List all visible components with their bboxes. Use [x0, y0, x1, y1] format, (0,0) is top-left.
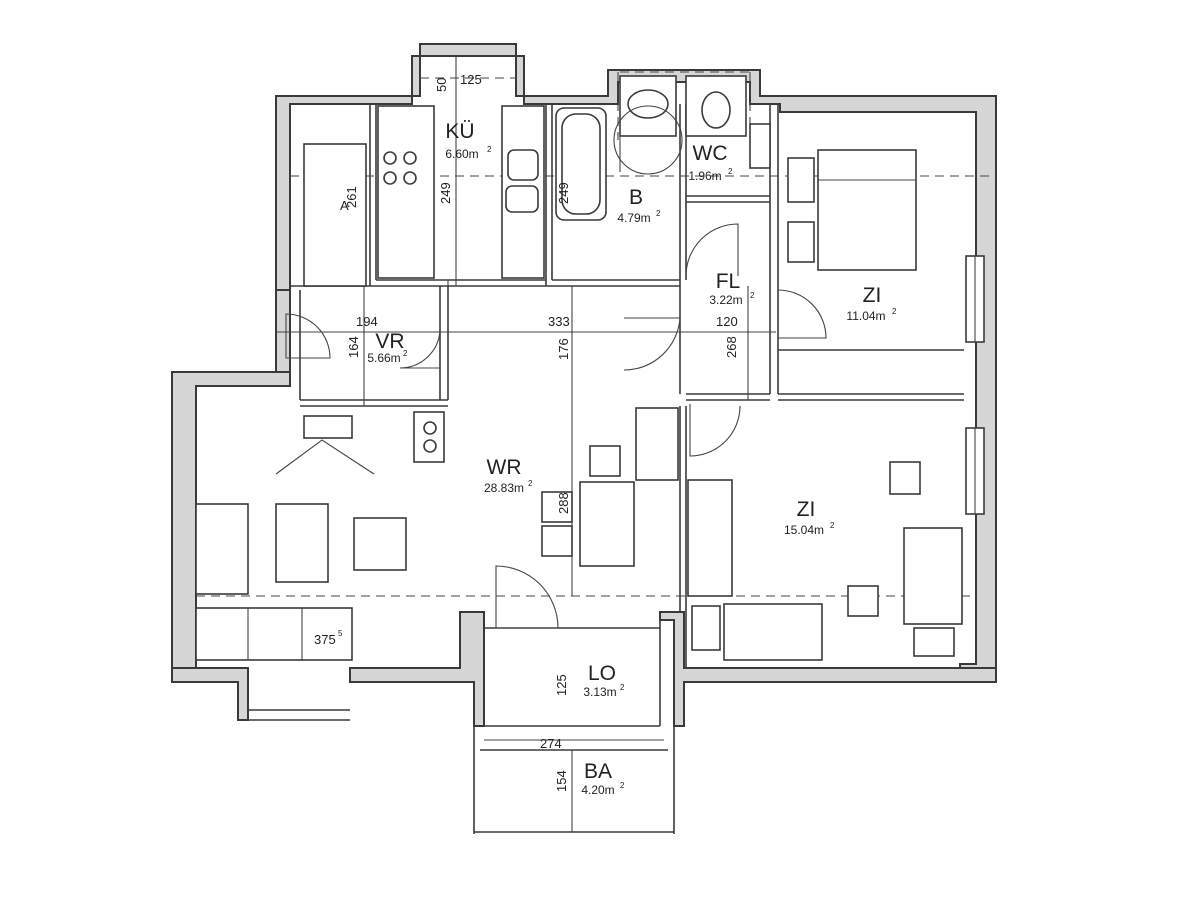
wc-code: WC	[693, 142, 728, 165]
dim-125-loggia: 125	[554, 674, 569, 696]
dim-375: 375	[314, 632, 336, 647]
living-code: WR	[487, 456, 522, 479]
wc-area-sup: 2	[728, 167, 733, 176]
wc-area: 1.96m	[688, 169, 721, 183]
dimension-labels: 50 125 261 A 249 249 194 164 333 176 120…	[314, 72, 739, 792]
furniture	[195, 75, 964, 661]
dim-50: 50	[434, 78, 449, 92]
kitchen-area-sup: 2	[487, 145, 492, 154]
loggia-area-sup: 2	[620, 683, 625, 692]
room2-area: 15.04m	[784, 523, 824, 537]
dim-375-sup: 5	[338, 629, 343, 638]
hall-area-sup: 2	[750, 291, 755, 300]
dim-249-bath: 249	[556, 182, 571, 204]
room1-area: 11.04m	[846, 309, 885, 323]
kitchen-code: KÜ	[445, 120, 474, 143]
dim-333: 333	[548, 314, 570, 329]
dim-249-kitchen: 249	[438, 182, 453, 204]
mark-a: A	[340, 198, 349, 213]
dim-164: 164	[346, 336, 361, 358]
doors	[285, 118, 827, 629]
living-area: 28.83m	[484, 481, 524, 495]
loggia-code: LO	[588, 662, 616, 685]
living-area-sup: 2	[528, 479, 533, 488]
dim-154: 154	[554, 770, 569, 792]
dim-194: 194	[356, 314, 378, 329]
balcony-area: 4.20m	[581, 783, 614, 797]
bath-area-sup: 2	[656, 209, 661, 218]
room1-code: ZI	[863, 284, 882, 307]
balcony-code: BA	[584, 760, 612, 783]
room-labels: KÜ 6.60m 2 WC 1.96m 2 B 4.79m 2 FL 3.22m…	[367, 120, 897, 797]
entry-code: VR	[375, 330, 404, 353]
dim-176: 176	[556, 338, 571, 360]
balcony-area-sup: 2	[620, 781, 625, 790]
dim-120: 120	[716, 314, 738, 329]
room2-area-sup: 2	[830, 521, 835, 530]
dim-288: 288	[556, 492, 571, 514]
loggia-area: 3.13m	[583, 685, 616, 699]
dim-125-top: 125	[460, 72, 482, 87]
entry-area: 5.66m	[367, 351, 400, 365]
bath-code: B	[629, 186, 643, 209]
room2-code: ZI	[797, 498, 816, 521]
dim-274: 274	[540, 736, 562, 751]
bath-area: 4.79m	[617, 211, 650, 225]
room1-area-sup: 2	[892, 307, 897, 316]
dim-261: 261	[344, 186, 359, 208]
dim-268: 268	[724, 336, 739, 358]
entry-area-sup: 2	[403, 349, 408, 358]
hall-area: 3.22m	[709, 293, 742, 307]
kitchen-area: 6.60m	[445, 147, 478, 161]
hall-code: FL	[716, 270, 741, 293]
